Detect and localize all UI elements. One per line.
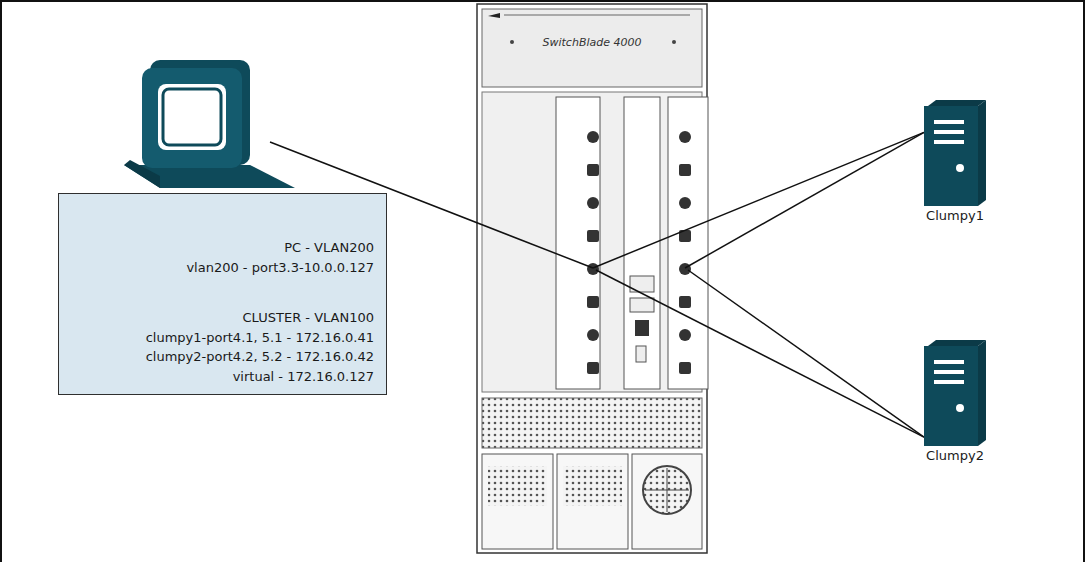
- port: [587, 197, 599, 209]
- network-cable: [593, 132, 924, 268]
- server-tower: [920, 100, 990, 208]
- server-name: Clumpy2: [900, 448, 1010, 463]
- info-text: clumpy2-port4.2, 5.2 - 172.16.0.42: [71, 347, 374, 367]
- port: [679, 296, 691, 308]
- server-tower: [920, 340, 990, 448]
- port: [587, 131, 599, 143]
- info-text: virtual - 172.16.0.127: [71, 367, 374, 387]
- server-name: Clumpy1: [900, 208, 1010, 223]
- port: [587, 263, 599, 275]
- info-text: PC - VLAN200: [71, 238, 374, 258]
- switch-node: SwitchBlade 4000: [490, 36, 694, 49]
- port: [587, 329, 599, 341]
- port: [587, 296, 599, 308]
- port: [587, 362, 599, 374]
- port: [679, 131, 691, 143]
- port: [679, 197, 691, 209]
- network-cable: [685, 132, 924, 268]
- server-node: Clumpy1: [900, 100, 1010, 223]
- port: [679, 164, 691, 176]
- server-node: Clumpy2: [900, 340, 1010, 463]
- port: [587, 230, 599, 242]
- network-cable: [596, 270, 924, 437]
- switch-chassis: [477, 4, 708, 553]
- network-cable: [688, 270, 924, 437]
- info-box: PC - VLAN200vlan200 - port3.3-10.0.0.127…: [58, 193, 387, 395]
- info-text: clumpy1-port4.1, 5.1 - 172.16.0.41: [71, 328, 374, 348]
- info-text: vlan200 - port3.3-10.0.0.127: [71, 258, 374, 278]
- port: [679, 329, 691, 341]
- pc-icon: [124, 60, 295, 188]
- product-name: SwitchBlade 4000: [490, 36, 694, 49]
- info-text: CLUSTER - VLAN100: [71, 308, 374, 328]
- port: [679, 362, 691, 374]
- port: [587, 164, 599, 176]
